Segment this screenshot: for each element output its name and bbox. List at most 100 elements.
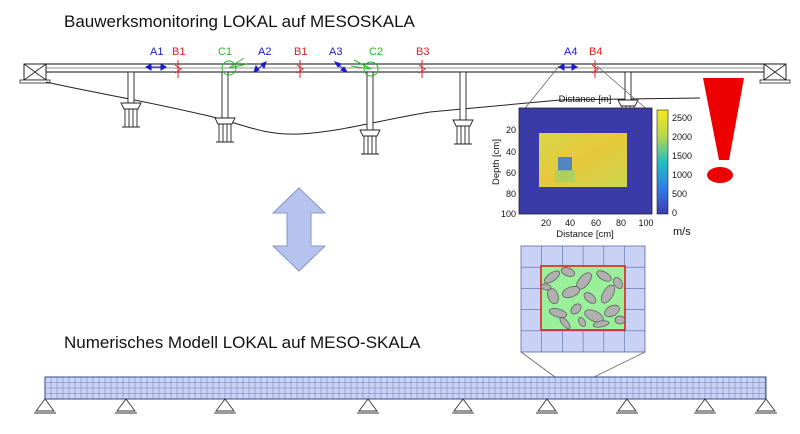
- pier-cap: [359, 129, 381, 137]
- support-triangle: [695, 398, 715, 412]
- pier-column: [366, 71, 374, 131]
- aggregate-particle: [583, 292, 597, 304]
- support-triangle: [215, 398, 235, 412]
- heatmap-y-tick: 40: [506, 147, 516, 157]
- heatmap-y-tick: 100: [501, 209, 516, 219]
- exclamation-mark-icon: [703, 78, 744, 183]
- heatmap-y-tick: 20: [506, 125, 516, 135]
- sensor-label-c2: C2: [369, 46, 383, 58]
- pier: [120, 71, 142, 128]
- heatmap-y-ticks: 20 40 60 80 100: [501, 125, 516, 219]
- pier-column: [459, 71, 467, 121]
- aggregate-particle: [560, 267, 576, 277]
- accelerometer-icon: [558, 63, 578, 71]
- support-triangle: [537, 398, 557, 412]
- pier-cap: [214, 117, 236, 125]
- aggregate-particle: [559, 316, 571, 330]
- aggregate-particle: [548, 308, 568, 318]
- accelerometer-icon: [253, 61, 267, 73]
- double-arrow-icon: [271, 187, 327, 272]
- abutment-right: [759, 63, 791, 84]
- colorbar-tick: 2000: [672, 132, 692, 142]
- aggregate-particle: [613, 277, 623, 289]
- title-monitoring: Bauwerksmonitoring LOKAL auf MESOSKALA: [64, 12, 416, 31]
- pier: [214, 71, 236, 143]
- pier-cap: [120, 102, 142, 110]
- aggregate-particle: [584, 309, 604, 323]
- pier: [452, 71, 474, 145]
- colorbar-tick: 1000: [672, 170, 692, 180]
- sensor-label-b1-second: B1: [294, 46, 307, 58]
- sensor-label-a1: A1: [150, 46, 163, 58]
- sensor-label-a2: A2: [258, 46, 271, 58]
- colorbar-unit: m/s: [673, 226, 691, 238]
- beam-supports: [34, 398, 777, 414]
- aggregate-particle: [592, 320, 610, 328]
- aggregate-particle: [562, 286, 580, 298]
- heatmap-x-tick: 100: [638, 218, 653, 228]
- heatmap-y-tick: 80: [506, 189, 516, 199]
- heatmap-colorbar: [656, 109, 669, 215]
- aggregate-particle: [601, 284, 615, 304]
- support-triangle: [358, 398, 378, 412]
- support-triangle: [617, 398, 637, 412]
- pier-cap: [452, 119, 474, 127]
- heatmap-x-ticks: 20 40 60 80 100: [541, 218, 654, 228]
- heatmap-x-tick: 20: [541, 218, 551, 228]
- pier-column: [221, 71, 229, 119]
- colorbar-tick: 500: [672, 189, 687, 199]
- abutment-left: [19, 63, 51, 84]
- pier-column: [624, 71, 632, 101]
- camera-sensor-icon: [350, 59, 379, 77]
- velocity-heatmap: Distance [m] Distance [cm] Depth [cm] 20…: [491, 94, 692, 240]
- aggregate-particle: [570, 303, 582, 315]
- heatmap-y-tick: 60: [506, 168, 516, 178]
- mesh-leader-right: [593, 351, 646, 378]
- heatmap-x-axis-label: Distance [cm]: [556, 229, 614, 240]
- pier-column: [127, 71, 135, 104]
- title-numerical-model: Numerisches Modell LOKAL auf MESO-SKALA: [64, 333, 421, 352]
- aggregate-particle: [596, 270, 612, 282]
- aggregate-particle: [614, 315, 626, 325]
- heatmap-x-tick: 80: [616, 218, 626, 228]
- sensor-label-a4: A4: [564, 46, 577, 58]
- heatmap-transition-zone: [555, 170, 575, 182]
- beam-mesh-grid: [45, 377, 766, 399]
- accelerometer-icon: [145, 63, 167, 71]
- heatmap-x-tick: 60: [591, 218, 601, 228]
- strain-gauge-icon: [174, 60, 182, 78]
- support-triangle: [756, 398, 776, 412]
- sensor-label-a3: A3: [329, 46, 342, 58]
- terrain-line: [45, 81, 701, 135]
- aggregate-particle: [604, 304, 620, 318]
- strain-gauge-icon: [591, 60, 599, 78]
- support-triangle: [35, 398, 55, 412]
- aggregate-particles: [540, 267, 626, 330]
- detail-leader-right: [596, 65, 651, 113]
- heatmap-top-axis-label: Distance [m]: [559, 94, 612, 105]
- colorbar-tick: 0: [672, 208, 677, 218]
- support-triangle: [116, 398, 136, 412]
- aggregate-particle: [543, 270, 561, 284]
- accelerometer-icon: [333, 61, 349, 73]
- sensor-label-c1: C1: [218, 46, 232, 58]
- pier: [359, 71, 381, 155]
- colorbar-tick: 1500: [672, 151, 692, 161]
- heatmap-high-velocity-zone: [539, 133, 627, 187]
- beam-fe-mesh: [34, 376, 777, 414]
- sensor-label-b4: B4: [589, 46, 602, 58]
- strain-gauge-icon: [418, 60, 426, 78]
- detail-leader-left: [521, 65, 560, 113]
- heatmap-x-tick: 40: [565, 218, 575, 228]
- colorbar-tick: 2500: [672, 113, 692, 123]
- bridge-drawing: [19, 63, 791, 155]
- aggregate-particle: [578, 317, 586, 327]
- pier-cap: [617, 99, 639, 107]
- sensor-label-b3: B3: [416, 46, 429, 58]
- aggregate-particle: [540, 283, 552, 291]
- support-triangle: [453, 398, 473, 412]
- heatmap-y-axis-label: Depth [cm]: [491, 139, 502, 185]
- mesh-leader-left: [520, 351, 556, 378]
- sensor-group: A1 B1 C1 A2 B1 A3 C2 B3 A4 B4: [145, 46, 602, 78]
